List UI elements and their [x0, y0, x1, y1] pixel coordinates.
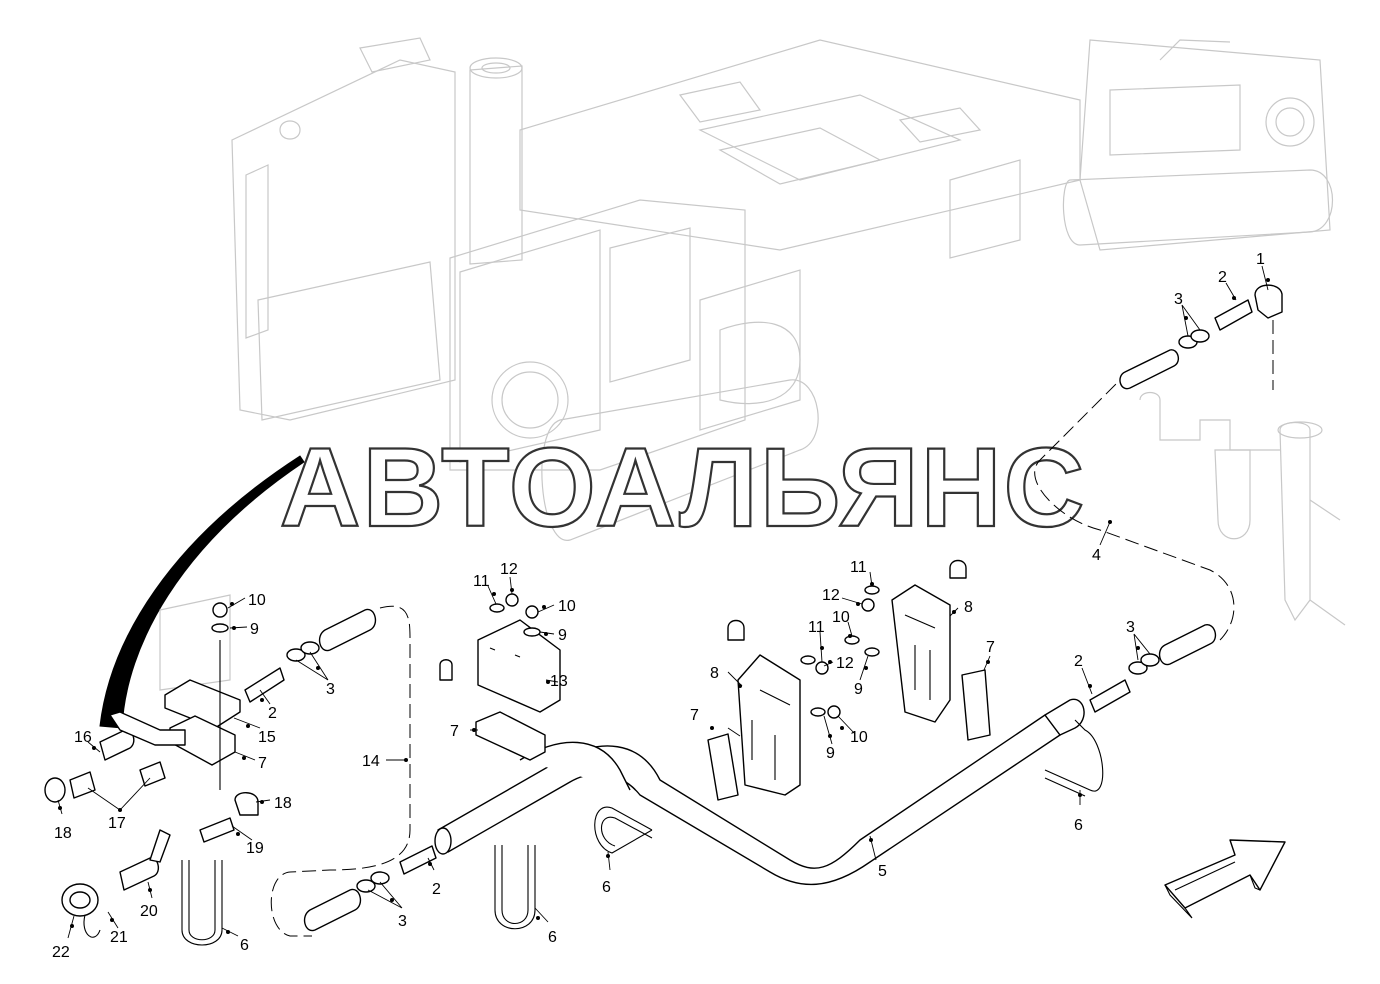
- callout-6: 6: [240, 937, 249, 954]
- callout-2: 2: [1218, 269, 1227, 286]
- hose-segments: [303, 349, 1217, 932]
- callout-15: 15: [258, 729, 276, 746]
- callout-1: 1: [1256, 251, 1265, 268]
- callout-7: 7: [986, 639, 995, 656]
- callout-10: 10: [832, 609, 850, 626]
- callout-9: 9: [558, 627, 567, 644]
- callout-11: 11: [850, 559, 867, 576]
- callout-7: 7: [258, 755, 267, 772]
- callout-11: 11: [473, 573, 490, 590]
- callout-6: 6: [602, 879, 611, 896]
- callout-3: 3: [1174, 291, 1183, 308]
- callout-12: 12: [836, 655, 854, 672]
- callout-12: 12: [822, 587, 840, 604]
- callout-8: 8: [710, 665, 719, 682]
- bracket-13-assembly: [439, 619, 561, 761]
- main-pipe: [434, 698, 1085, 886]
- callout-7: 7: [450, 723, 459, 740]
- callout-labels: 1 2 3 4 3 2 6 5 7 8 11 12 10 11 12 9 8 7…: [52, 251, 1265, 961]
- callout-6: 6: [548, 929, 557, 946]
- valve-cluster: [44, 711, 259, 938]
- callout-14: 14: [362, 753, 380, 770]
- leader-lines: [57, 265, 1269, 939]
- callout-2: 2: [432, 881, 441, 898]
- callout-12: 12: [500, 561, 518, 578]
- callout-3: 3: [326, 681, 335, 698]
- callout-16: 16: [74, 729, 92, 746]
- callout-2: 2: [1074, 653, 1083, 670]
- callout-10: 10: [850, 729, 868, 746]
- callout-22: 22: [52, 944, 70, 961]
- leader-dots: [58, 278, 1270, 934]
- callout-11: 11: [808, 619, 825, 636]
- callout-5: 5: [878, 863, 887, 880]
- hose-routes: [270, 300, 1274, 937]
- callout-13: 13: [550, 673, 568, 690]
- u-bolts: [181, 719, 1104, 946]
- callout-20: 20: [140, 903, 158, 920]
- callout-3: 3: [1126, 619, 1135, 636]
- callout-7: 7: [690, 707, 699, 724]
- bracket-plates: [707, 584, 991, 801]
- callout-18: 18: [274, 795, 292, 812]
- callout-19: 19: [246, 840, 264, 857]
- callout-3: 3: [398, 913, 407, 930]
- callout-9: 9: [826, 745, 835, 762]
- callout-2: 2: [268, 705, 277, 722]
- callout-8: 8: [964, 599, 973, 616]
- callout-9: 9: [854, 681, 863, 698]
- left-clamp-assembly: [159, 594, 241, 790]
- callout-17: 17: [108, 815, 126, 832]
- callout-6: 6: [1074, 817, 1083, 834]
- fittings: [244, 284, 1283, 893]
- orientation-arrow: [1164, 839, 1286, 919]
- callout-10: 10: [248, 592, 266, 609]
- watermark-text: АВТОАЛЬЯНС: [280, 425, 1087, 550]
- reference-arrow: [99, 455, 305, 729]
- callout-21: 21: [110, 929, 128, 946]
- callout-18: 18: [54, 825, 72, 842]
- background-machine-outline: [231, 37, 1346, 626]
- callout-4: 4: [1092, 547, 1101, 564]
- washers-and-nuts: [211, 559, 967, 719]
- callout-10: 10: [558, 598, 576, 615]
- callout-9: 9: [250, 621, 259, 638]
